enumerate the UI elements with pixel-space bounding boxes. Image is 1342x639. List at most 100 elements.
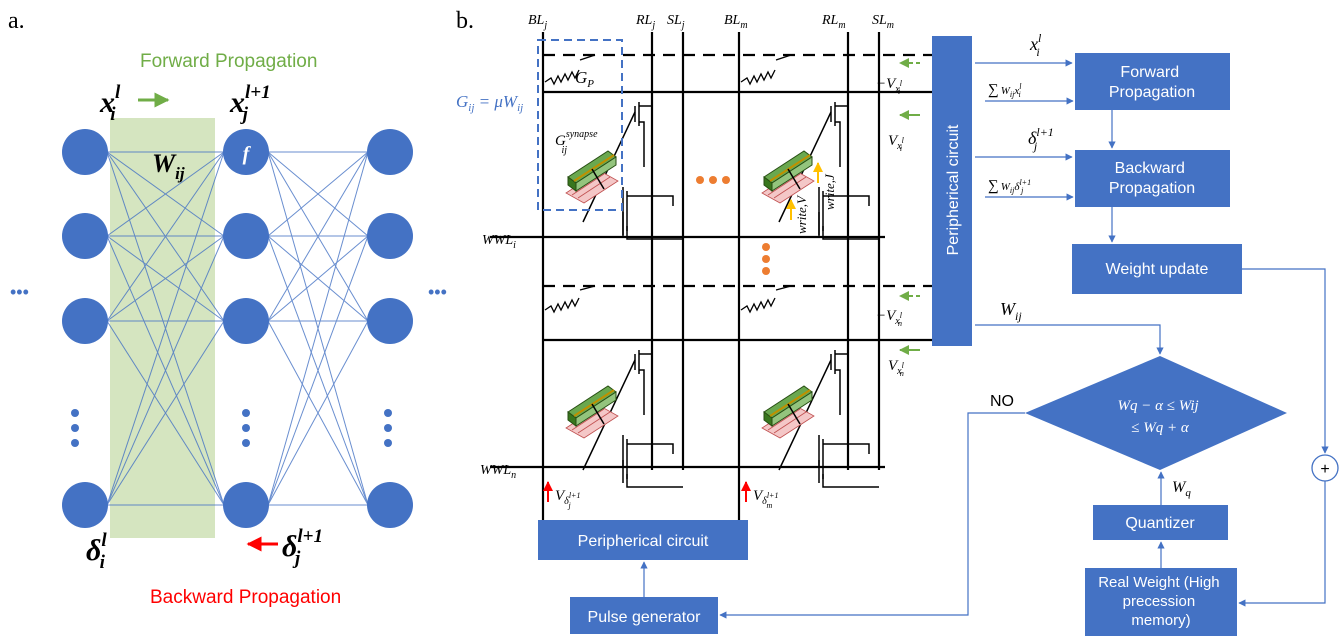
col-header-bl-j: BLj bbox=[528, 13, 547, 31]
connection-line bbox=[106, 151, 225, 506]
gp-label: GP bbox=[575, 68, 594, 90]
weight-update-box bbox=[1072, 244, 1242, 294]
ellipsis-right: ••• bbox=[428, 282, 447, 302]
transistor-wire bbox=[627, 443, 674, 454]
backward-propagation-box-label: Backward Propagation bbox=[1109, 160, 1195, 197]
panel-a-letter: a. bbox=[8, 8, 25, 34]
connection-line bbox=[267, 151, 369, 506]
network-connections bbox=[106, 151, 369, 506]
neuron-node bbox=[223, 129, 269, 175]
horizontal-ellipsis-dots bbox=[696, 176, 730, 184]
pulse-generator-label: Pulse generator bbox=[588, 609, 702, 626]
connection-line bbox=[106, 151, 225, 237]
transistor-wire bbox=[822, 474, 879, 488]
vertical-ellipsis-3 bbox=[384, 409, 392, 447]
forward-propagation-label: Forward Propagation bbox=[140, 51, 317, 72]
pulse-generator-box bbox=[570, 597, 718, 634]
synapse-device bbox=[761, 385, 815, 439]
forward-propagation-box-label: Forward Propagation bbox=[1109, 64, 1195, 101]
col-header-rl-j: RLj bbox=[635, 13, 655, 31]
gij-equation: Gij = μWij bbox=[456, 92, 523, 114]
svg-text:Vδl+1j: Vδl+1j bbox=[555, 488, 580, 510]
quantization-check-label: Wq − α ≤ Wij ≤ Wq + α bbox=[1118, 398, 1203, 436]
svg-text:Vδl+1m: Vδl+1m bbox=[753, 488, 778, 510]
connection-line bbox=[106, 320, 225, 506]
write-j-label: write,J bbox=[813, 162, 837, 210]
forward-propagation-box bbox=[1075, 53, 1230, 110]
update-to-sum-line bbox=[1242, 268, 1329, 454]
transistor-wire bbox=[626, 474, 683, 488]
vertical-ellipsis-dots bbox=[762, 243, 770, 275]
wij-to-diamond-arrow bbox=[975, 324, 1164, 355]
neuron-node bbox=[367, 482, 413, 528]
sum-to-real-weight-arrow bbox=[1238, 481, 1326, 607]
connection-line bbox=[106, 151, 225, 322]
col-header-rl-m: RLm bbox=[821, 13, 846, 31]
weight-update-box-label: Weight update bbox=[1106, 261, 1209, 278]
transistor-wire bbox=[823, 195, 870, 206]
panel-a: a. Forward Propagation Backward Propagat… bbox=[8, 8, 447, 608]
no-to-pulse-arrow bbox=[719, 412, 1025, 619]
no-label: NO bbox=[990, 393, 1014, 410]
transistor-wire bbox=[835, 369, 841, 415]
neuron-node bbox=[223, 298, 269, 344]
neuron-node bbox=[367, 298, 413, 344]
training-flowchart: Forward Propagation Backward Propagation… bbox=[719, 31, 1339, 636]
wwl-i-label: WWLi bbox=[482, 233, 516, 251]
peripheral-circuit-bottom bbox=[538, 520, 748, 560]
peripheral-circuit-vertical-label: Peripherical circuit bbox=[945, 124, 962, 255]
selected-cell-highlight bbox=[537, 39, 623, 211]
col-header-sl-m: SLm bbox=[872, 13, 894, 31]
cell-transistors bbox=[582, 102, 879, 488]
w-ij-label: Wij bbox=[152, 149, 185, 183]
network-nodes bbox=[62, 129, 413, 528]
synapse-device bbox=[761, 150, 815, 204]
peripheral-circuit-bottom-label: Peripherical circuit bbox=[578, 533, 709, 550]
backward-propagation-label: Backward Propagation bbox=[150, 587, 341, 608]
connection-line bbox=[267, 151, 369, 322]
connection-line bbox=[106, 235, 225, 506]
resistor-symbols bbox=[544, 54, 792, 314]
transistor-wire bbox=[627, 195, 674, 206]
wwl-n-label: WWLn bbox=[480, 463, 516, 481]
connection-line bbox=[267, 151, 369, 237]
neuron-node bbox=[62, 129, 108, 175]
shaded-layer-band bbox=[110, 118, 215, 538]
panel-b-letter: b. bbox=[456, 8, 474, 34]
panel-b: b. BLj RLj SLj BLm RLm SLm bbox=[456, 8, 1339, 636]
real-weight-box-label: Real Weight (High precession memory) bbox=[1098, 574, 1224, 629]
write-v-label: write,V bbox=[786, 194, 809, 234]
w-q-label: Wq bbox=[1172, 479, 1191, 499]
transistor-wire bbox=[639, 121, 645, 167]
vertical-ellipsis-1 bbox=[71, 409, 79, 447]
sum-node-label: + bbox=[1320, 461, 1329, 478]
ellipsis-left: ••• bbox=[10, 282, 29, 302]
connection-line bbox=[267, 235, 369, 506]
neuron-node bbox=[367, 129, 413, 175]
neuron-node bbox=[62, 298, 108, 344]
crossbar-array bbox=[490, 32, 932, 545]
connection-line bbox=[106, 235, 225, 322]
activation-f-label: f bbox=[243, 143, 252, 165]
transistor-wire bbox=[626, 226, 683, 240]
col-header-sl-j: SLj bbox=[667, 13, 685, 31]
neuron-node bbox=[367, 213, 413, 259]
